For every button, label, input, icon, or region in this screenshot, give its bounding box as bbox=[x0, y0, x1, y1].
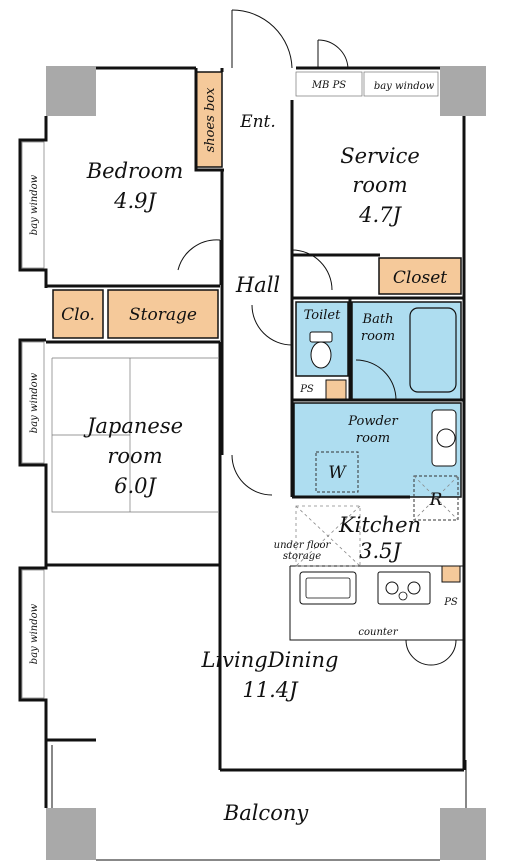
bathtub bbox=[409, 307, 457, 393]
kitchen-sink-bowl bbox=[305, 577, 351, 599]
pillar-bottom-left bbox=[46, 808, 96, 860]
toilet-bowl bbox=[310, 341, 332, 369]
japanese-room-name-1: Japanese bbox=[83, 414, 183, 438]
walls bbox=[18, 66, 467, 861]
living-dining-size: 11.4J bbox=[242, 678, 299, 702]
pillar-top-right bbox=[440, 66, 486, 116]
washer-label: W bbox=[328, 463, 347, 483]
burner-left bbox=[385, 581, 399, 595]
storage-fill[interactable] bbox=[107, 289, 219, 339]
burner-center bbox=[398, 591, 408, 601]
japanese-room-size: 6.0J bbox=[114, 474, 157, 498]
service-room-name-2: room bbox=[352, 173, 407, 197]
bay-window-label-japanese: bay window bbox=[29, 372, 40, 433]
pillar-top-left bbox=[46, 66, 96, 116]
under-floor-label-1: under floor bbox=[274, 540, 332, 551]
hall-label: Hall bbox=[235, 273, 280, 297]
fridge-label: R bbox=[429, 490, 443, 510]
kitchen-size: 3.5J bbox=[359, 539, 402, 563]
bay-windows bbox=[21, 71, 439, 699]
pillars bbox=[46, 66, 486, 860]
kitchen-name: Kitchen bbox=[338, 513, 421, 537]
tatami-lines bbox=[51, 357, 218, 513]
service-room-name-1: Service bbox=[340, 144, 420, 168]
powder-label-1: Powder bbox=[347, 414, 398, 429]
shoes-box-label: shoes box bbox=[203, 87, 218, 153]
japanese-room-name-2: room bbox=[107, 444, 162, 468]
bay-window-label-bedroom: bay window bbox=[29, 174, 40, 235]
balcony-label: Balcony bbox=[223, 801, 310, 825]
bath-label-2: room bbox=[361, 329, 395, 344]
mb-ps-label: MB PS bbox=[311, 80, 346, 91]
kitchen-ps-label: PS bbox=[443, 597, 458, 608]
bedroom-size: 4.9J bbox=[113, 189, 157, 213]
counter-label: counter bbox=[358, 627, 398, 638]
bath-label-1: Bath bbox=[362, 312, 394, 327]
under-floor-label-2: storage bbox=[283, 551, 321, 562]
ps-small-fill bbox=[325, 379, 347, 401]
toilet-tank bbox=[309, 331, 333, 343]
burner-right bbox=[407, 581, 421, 595]
closet-fill[interactable] bbox=[378, 257, 462, 295]
bay-window-label-living: bay window bbox=[29, 603, 40, 664]
sink-bowl bbox=[436, 428, 456, 448]
washer-space bbox=[315, 451, 359, 493]
top-bay-window-label: bay window bbox=[374, 81, 435, 92]
fridge-space bbox=[413, 475, 459, 521]
storage-label: Storage bbox=[129, 305, 197, 325]
toilet-label: Toilet bbox=[304, 308, 341, 323]
entrance-label: Ent. bbox=[239, 112, 276, 132]
service-room-size: 4.7J bbox=[358, 203, 402, 227]
kitchen-sink bbox=[299, 571, 357, 605]
doors bbox=[177, 9, 457, 666]
room-labels: Bedroom 4.9J Service room 4.7J Ent. Hall… bbox=[83, 112, 421, 825]
clo-label: Clo. bbox=[61, 305, 95, 325]
powder-label-2: room bbox=[356, 431, 390, 446]
fixtures bbox=[295, 307, 459, 605]
ps-label: PS bbox=[299, 384, 314, 395]
closet-label: Closet bbox=[393, 268, 447, 288]
pillar-bottom-right bbox=[440, 808, 486, 860]
bedroom-name: Bedroom bbox=[86, 159, 184, 183]
kitchen-ps-fill bbox=[441, 565, 461, 583]
living-dining-name: LivingDining bbox=[201, 648, 339, 672]
fixture-labels: shoes box Closet Clo. Storage MB PS bay … bbox=[29, 80, 458, 664]
clo-fill[interactable] bbox=[52, 289, 104, 339]
stove bbox=[377, 571, 431, 605]
under-floor-storage bbox=[295, 505, 361, 567]
